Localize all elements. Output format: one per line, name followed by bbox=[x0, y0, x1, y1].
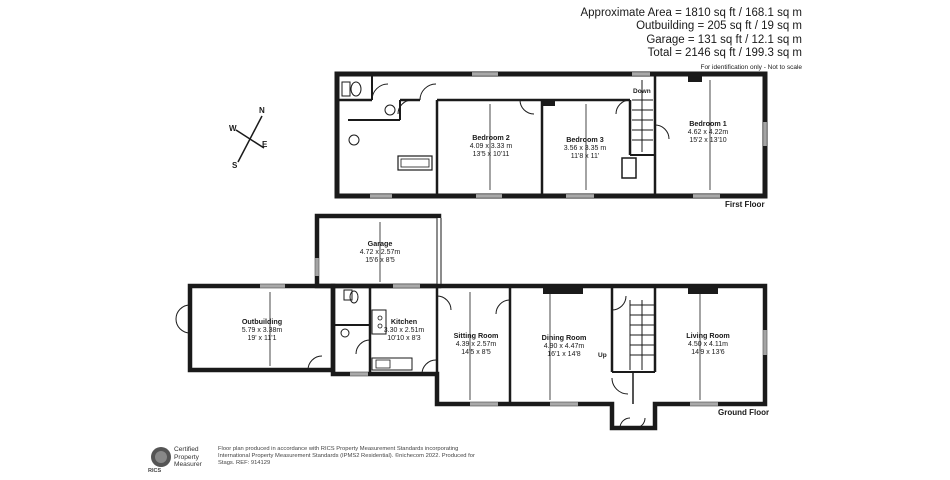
outbuilding-area: Outbuilding = 205 sq ft / 19 sq m bbox=[636, 20, 802, 33]
room-bedroom-2: Bedroom 2 4.09 x 3.33 m 13'5 x 10'11 bbox=[469, 133, 513, 158]
certified-measurer: Certified Property Measurer bbox=[174, 446, 202, 468]
first-floor-label: First Floor bbox=[725, 200, 765, 209]
room-kitchen: Kitchen 3.30 x 2.51m 10'10 x 8'3 bbox=[383, 317, 425, 342]
rics-text: RICS bbox=[148, 468, 162, 474]
compass-w: W bbox=[229, 124, 237, 133]
room-dining-room: Dining Room 4.90 x 4.47m 16'1 x 14'8 bbox=[541, 333, 587, 358]
room-bedroom-1: Bedroom 1 4.62 x 4.22m 15'2 x 13'10 bbox=[687, 119, 729, 144]
compass-icon bbox=[235, 115, 265, 163]
approx-area: Approximate Area = 1810 sq ft / 168.1 sq… bbox=[580, 7, 802, 19]
ground-floor-walls bbox=[175, 283, 768, 431]
area-summary: Approximate Area = 1810 sq ft / 168.1 sq… bbox=[580, 7, 802, 72]
stairs-down-label: Down bbox=[633, 88, 651, 95]
room-outbuilding: Outbuilding 5.79 x 3.38m 19' x 11'1 bbox=[241, 317, 283, 342]
scale-note: For identification only - Not to scale bbox=[700, 64, 802, 72]
room-bedroom-3: Bedroom 3 3.56 x 3.35 m 11'8 x 11' bbox=[563, 135, 607, 160]
compass-n: N bbox=[259, 106, 265, 115]
disclaimer: Floor plan produced in accordance with R… bbox=[218, 446, 475, 466]
ground-floor-label: Ground Floor bbox=[718, 408, 770, 417]
compass-s: S bbox=[232, 161, 238, 170]
total-area: Total = 2146 sq ft / 199.3 sq m bbox=[647, 46, 802, 59]
compass-e: E bbox=[262, 140, 268, 149]
room-garage: Garage 4.72 x 2.57m 15'6 x 8'5 bbox=[359, 239, 401, 264]
stairs-up-label: Up bbox=[598, 352, 607, 359]
rics-logo-icon bbox=[151, 447, 171, 467]
dimension-marks bbox=[269, 80, 711, 400]
room-living-room: Living Room 4.50 x 4.11m 14'9 x 13'6 bbox=[686, 331, 730, 356]
room-sitting-room: Sitting Room 4.39 x 2.57m 14'5 x 8'5 bbox=[453, 331, 499, 356]
garage-area: Garage = 131 sq ft / 12.1 sq m bbox=[646, 33, 802, 46]
